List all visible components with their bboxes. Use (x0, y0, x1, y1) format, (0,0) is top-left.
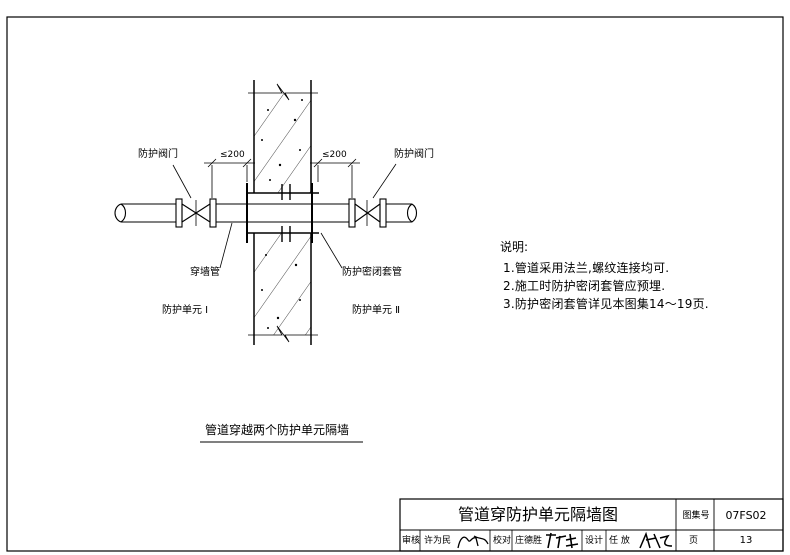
page-label: 页 (689, 536, 699, 546)
page-number: 13 (739, 535, 753, 546)
note-item: 3.防护密闭套管详见本图集14～19页. (503, 297, 709, 311)
drawing-title: 管道穿防护单元隔墙图 (457, 505, 618, 524)
designer-name: 任 放 (609, 536, 630, 546)
atlas-number-value: 07FS02 (725, 509, 767, 522)
drawing-caption: 管道穿越两个防护单元隔墙 (205, 423, 350, 437)
pipe (114, 203, 418, 223)
design-label: 设计 (585, 536, 604, 546)
sealed-sleeve (246, 183, 319, 243)
sheet-border (6, 16, 784, 552)
review-label: 审核 (402, 536, 421, 546)
unit-left-label: 防护单元 Ⅰ (162, 305, 209, 316)
unit-right-label: 防护单元 Ⅱ (352, 305, 401, 316)
check-label: 校对 (493, 536, 512, 546)
checker-name: 庄德胜 (515, 536, 543, 546)
notes-title: 说明: (500, 240, 529, 254)
valve-right (348, 198, 387, 228)
valve-right-label: 防护阀门 (394, 149, 434, 160)
valve-left-label: 防护阀门 (138, 149, 178, 160)
wall-upper (248, 80, 318, 193)
dimension-right (310, 158, 360, 198)
signature-design (639, 531, 673, 549)
valve-left (175, 198, 217, 228)
signature-check (546, 532, 579, 549)
sealed-sleeve-label: 防护密闭套管 (342, 267, 402, 278)
wall-lower (248, 233, 318, 345)
leader-lines (172, 163, 397, 269)
dimension-right-label: ≤200 (322, 150, 347, 160)
dimension-left-label: ≤200 (220, 150, 245, 160)
dimension-left (204, 158, 255, 198)
wall-pipe-label: 穿墙管 (190, 267, 220, 278)
title-block-grid (399, 498, 784, 552)
atlas-number-label: 图集号 (682, 511, 710, 521)
note-item: 1.管道采用法兰,螺纹连接均可. (503, 261, 670, 275)
reviewer-name: 许为民 (424, 536, 452, 546)
signature-review (457, 535, 489, 549)
note-item: 2.施工时防护密闭套管应预埋. (503, 279, 666, 293)
